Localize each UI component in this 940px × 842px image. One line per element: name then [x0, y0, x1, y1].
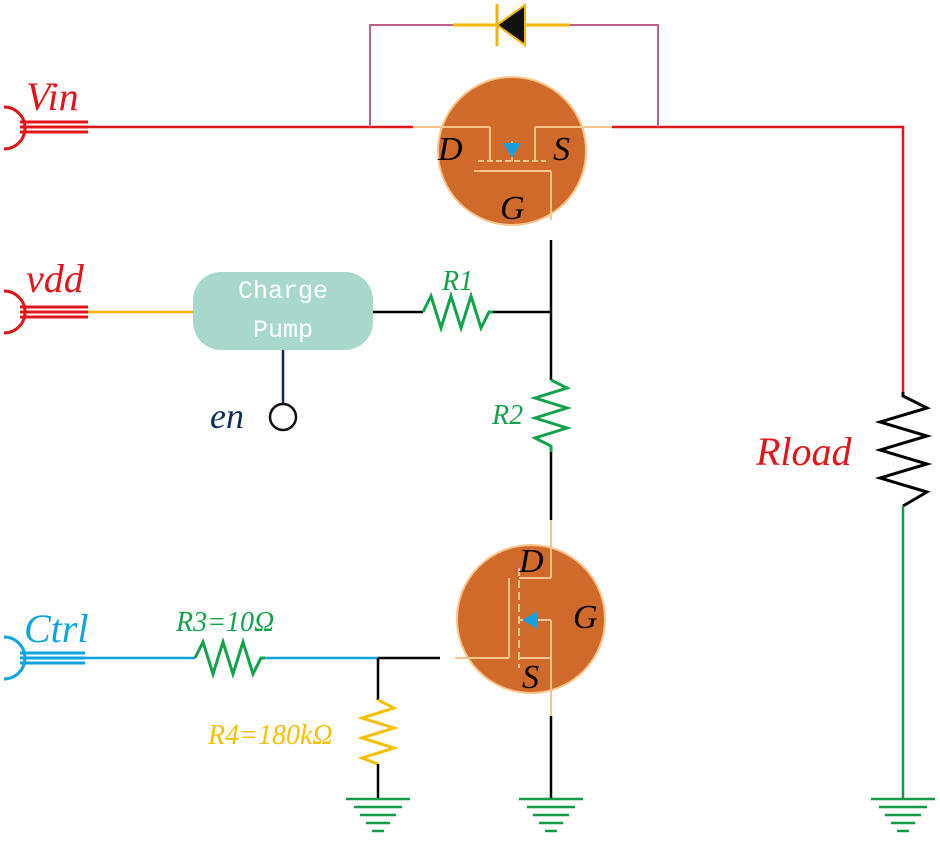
ground-symbol-q2 [519, 797, 583, 833]
en-label: en [210, 396, 244, 436]
mosfet-q1 [413, 76, 612, 226]
resistor-r1 [421, 290, 493, 334]
en-pin[interactable] [268, 402, 298, 432]
resistor-r4 [356, 698, 400, 766]
r4-label: R4=180kΩ [207, 720, 333, 751]
q1-gate-label: G [500, 190, 525, 227]
resistor-r2 [529, 378, 573, 452]
mosfet-q2 [455, 520, 606, 716]
rload-label: Rload [755, 429, 853, 474]
ctrl-connector [3, 635, 85, 681]
vin-label: Vin [26, 74, 79, 119]
q1-drain-label: D [437, 131, 463, 168]
vdd-connector [3, 289, 88, 335]
q1-source-label: S [553, 131, 570, 168]
charge-pump [193, 272, 373, 350]
bypass-wire [369, 24, 659, 127]
ground-symbol-r4 [346, 797, 410, 833]
q2-drain-label: D [518, 543, 544, 580]
vdd-label: vdd [26, 256, 85, 301]
q2-gate-label: G [573, 599, 598, 636]
ground-symbol-rload [871, 797, 935, 833]
r1-label: R1 [441, 266, 473, 297]
resistor-rload [874, 392, 933, 508]
ctrl-label: Ctrl [24, 606, 88, 651]
vin-wire [88, 125, 905, 392]
r2-label: R2 [491, 400, 523, 431]
bypass-diode [453, 3, 570, 47]
vin-connector [3, 105, 88, 151]
gate-drive-wire [373, 310, 553, 520]
r3-label: R3=10Ω [175, 607, 274, 638]
charge-pump-label-line2: Pump [253, 316, 313, 345]
charge-pump-label-line1: Charge [238, 277, 328, 306]
q2-source-label: S [522, 659, 539, 696]
resistor-r3 [193, 636, 265, 680]
